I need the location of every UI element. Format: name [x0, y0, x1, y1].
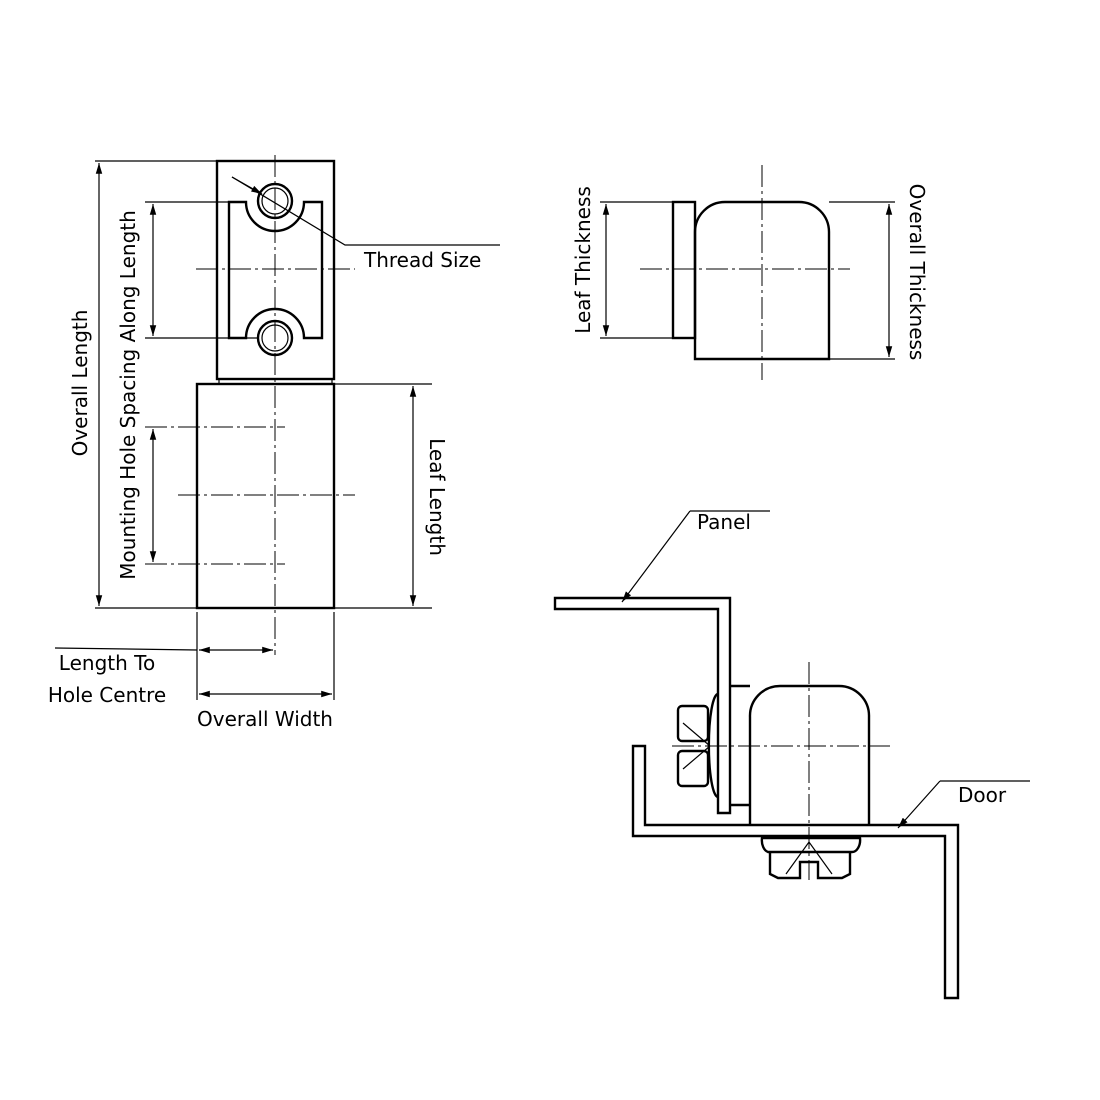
- label-length-to-hole-centre-2: Hole Centre: [48, 683, 166, 707]
- label-panel: Panel: [697, 510, 751, 534]
- installed-view: [553, 510, 1030, 1000]
- label-length-to-hole-centre: Length To: [59, 651, 155, 675]
- door-shape: [631, 744, 960, 1000]
- panel-shape: [553, 596, 732, 815]
- label-leaf-thickness: Leaf Thickness: [571, 186, 595, 334]
- label-overall-width: Overall Width: [197, 707, 333, 731]
- front-view: [54, 155, 500, 700]
- label-overall-length: Overall Length: [68, 310, 92, 457]
- label-thread-size: Thread Size: [363, 248, 481, 272]
- label-mounting-hole-spacing: Mounting Hole Spacing Along Length: [116, 210, 140, 580]
- label-overall-thickness: Overall Thickness: [905, 184, 929, 361]
- side-view: [600, 165, 895, 380]
- label-leaf-length: Leaf Length: [425, 438, 449, 556]
- label-door: Door: [958, 783, 1007, 807]
